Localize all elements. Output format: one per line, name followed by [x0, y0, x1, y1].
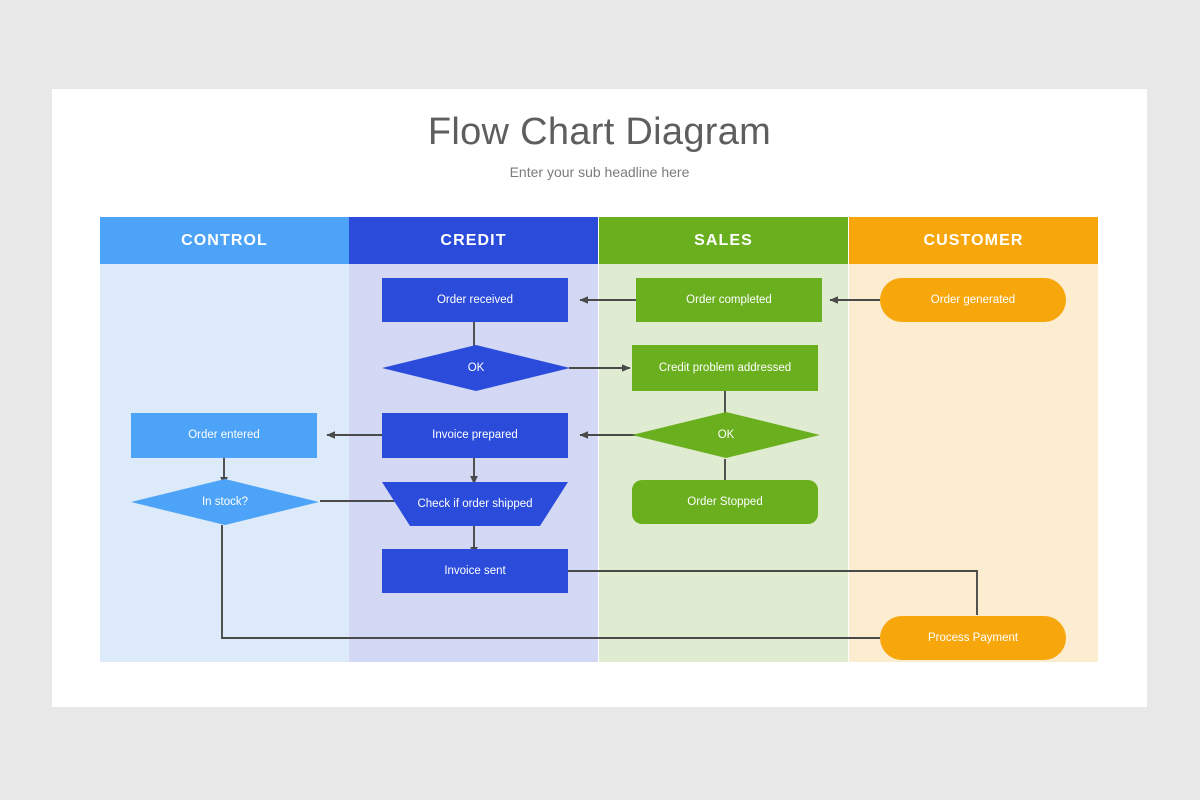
diamond-shape — [131, 479, 319, 525]
node-label: Order generated — [930, 293, 1016, 306]
swimlane-header-control: CONTROL — [100, 217, 349, 264]
node-order-entered[interactable]: Order entered — [131, 413, 317, 458]
node-credit-problem-addressed[interactable]: Credit problem addressed — [632, 345, 818, 391]
diamond-shape — [382, 345, 570, 391]
node-order-received[interactable]: Order received — [382, 278, 568, 322]
flowchart-nodes: Order generated Order completed Order re… — [52, 89, 1147, 707]
node-label: Invoice prepared — [432, 429, 518, 442]
swimlane-header-customer: CUSTOMER — [849, 217, 1098, 264]
node-label: Order entered — [188, 429, 260, 442]
node-ok-credit[interactable]: OK — [382, 345, 570, 391]
node-label: OK — [717, 428, 735, 441]
node-label: Order received — [436, 293, 514, 306]
node-check-if-order-shipped[interactable]: Check if order shipped — [382, 482, 568, 526]
node-order-generated[interactable]: Order generated — [880, 278, 1066, 322]
node-label: Order Stopped — [687, 495, 763, 508]
node-label: Check if order shipped — [417, 497, 533, 510]
node-label: Process Payment — [927, 631, 1019, 644]
node-order-stopped[interactable]: Order Stopped — [632, 480, 818, 524]
node-label: In stock? — [201, 495, 249, 508]
diamond-shape — [632, 412, 820, 458]
page-title: Flow Chart Diagram — [427, 111, 772, 153]
swimlane-header-credit: CREDIT — [349, 217, 598, 264]
node-in-stock[interactable]: In stock? — [131, 479, 319, 525]
node-order-completed[interactable]: Order completed — [636, 278, 822, 322]
node-label: Credit problem addressed — [658, 361, 792, 374]
node-invoice-prepared[interactable]: Invoice prepared — [382, 413, 568, 458]
trapezoid-shape — [382, 482, 568, 526]
node-invoice-sent[interactable]: Invoice sent — [382, 549, 568, 593]
node-label: Order completed — [686, 293, 772, 306]
page-subtitle: Enter your sub headline here — [509, 164, 690, 180]
slide-card: Flow Chart Diagram Enter your sub headli… — [52, 89, 1147, 707]
node-ok-sales[interactable]: OK — [632, 412, 820, 458]
node-process-payment[interactable]: Process Payment — [880, 616, 1066, 660]
swimlane-header-sales: SALES — [599, 217, 848, 264]
node-label: Invoice sent — [444, 564, 506, 577]
node-label: OK — [467, 361, 485, 374]
